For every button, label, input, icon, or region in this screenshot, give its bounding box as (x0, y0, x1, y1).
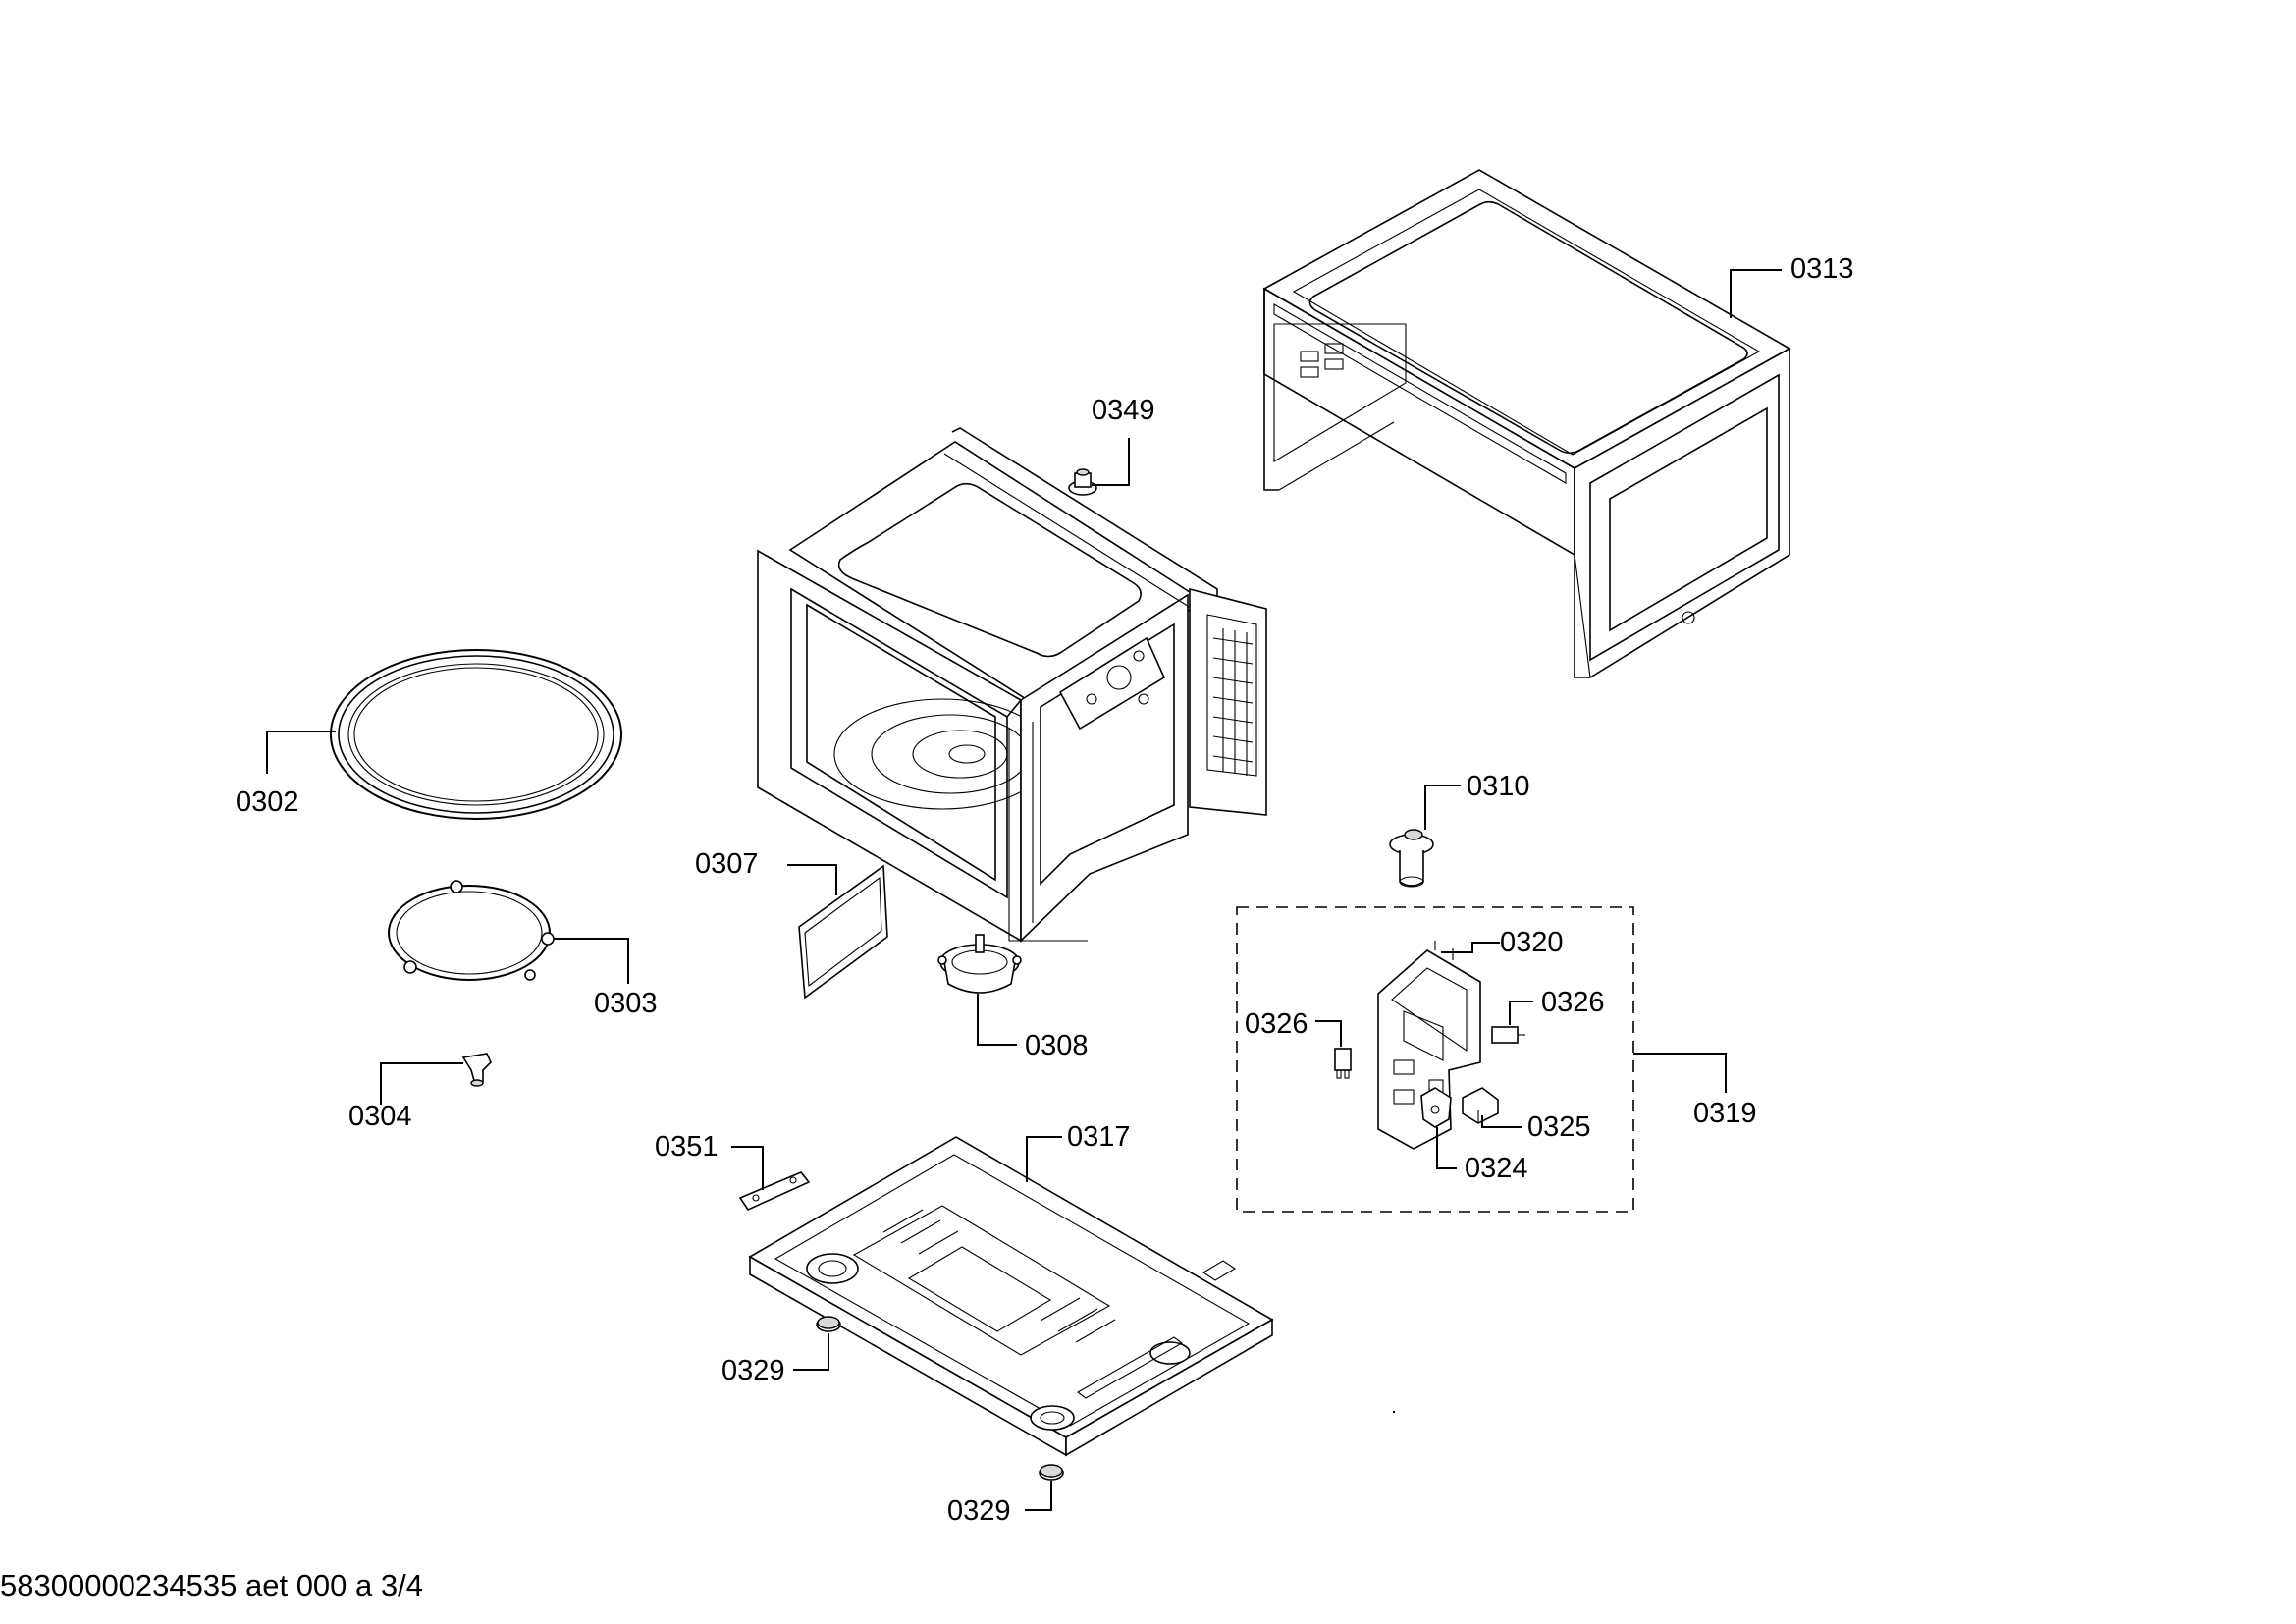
oven-cavity-frame (757, 427, 1267, 943)
micro-switch-right-part (1491, 1026, 1525, 1044)
micro-switch-0325-part (1462, 1087, 1499, 1124)
callout-0303: 0303 (594, 988, 658, 1019)
foot-upper-part (816, 1316, 841, 1332)
lamp-part (1389, 829, 1434, 888)
stray-dot (1392, 1410, 1396, 1414)
callout-0313: 0313 (1790, 253, 1854, 285)
callout-0329-lower: 0329 (947, 1495, 1011, 1527)
callout-0324: 0324 (1465, 1153, 1528, 1184)
callout-0307: 0307 (695, 848, 759, 880)
bracket-0351-part (738, 1171, 811, 1212)
callout-0302: 0302 (236, 786, 299, 818)
foot-lower-part (1039, 1464, 1064, 1481)
callout-0349: 0349 (1092, 395, 1155, 426)
callout-0329-upper: 0329 (721, 1355, 785, 1386)
micro-switch-0324-part (1420, 1087, 1452, 1128)
callout-0351: 0351 (655, 1131, 719, 1163)
glass-turntable-part (330, 649, 622, 820)
callout-0320: 0320 (1500, 927, 1564, 958)
mica-cover-part (798, 864, 888, 1000)
interlock-assembly-group (1236, 906, 1634, 1213)
switch-bracket-part (1377, 941, 1481, 1150)
callout-0326-right: 0326 (1541, 987, 1605, 1018)
base-vents (882, 1209, 1116, 1343)
callout-0319: 0319 (1693, 1098, 1757, 1129)
callout-0308: 0308 (1025, 1030, 1089, 1061)
housing-cover-part (1262, 169, 1791, 678)
callout-0325: 0325 (1527, 1111, 1591, 1143)
callout-0317: 0317 (1067, 1121, 1131, 1153)
vent-grid (1212, 628, 1254, 776)
turntable-motor-part (937, 934, 1022, 994)
callout-0304: 0304 (348, 1101, 412, 1132)
base-plate-part (748, 1136, 1274, 1457)
callout-0326-left: 0326 (1245, 1008, 1308, 1040)
document-reference: 58300000234535 aet 000 a 3/4 (0, 1568, 423, 1602)
thermal-sensor-part (1068, 468, 1097, 496)
callout-0310: 0310 (1467, 771, 1530, 802)
micro-switch-left-part (1334, 1048, 1352, 1079)
coupler-part (461, 1053, 492, 1087)
roller-ring-part (388, 880, 555, 981)
